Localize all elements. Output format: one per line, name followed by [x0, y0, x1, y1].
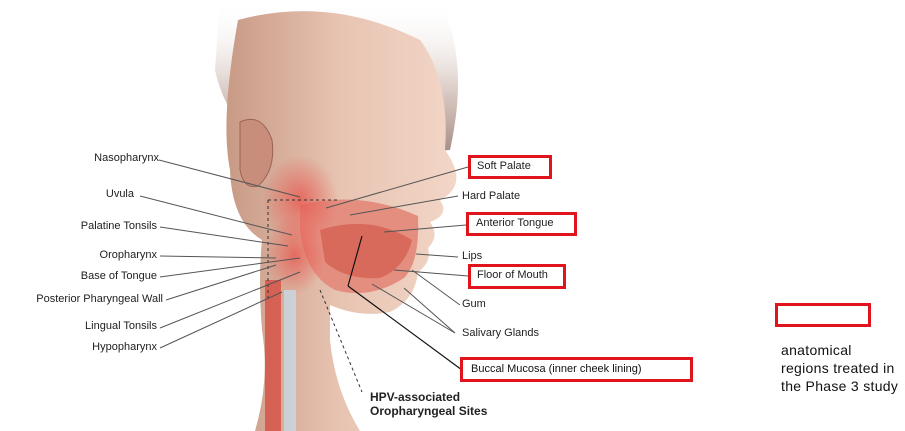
hpv-caption: HPV-associated Oropharyngeal Sites — [370, 390, 487, 418]
label-salivary-glands: Salivary Glands — [462, 327, 539, 340]
label-gum: Gum — [462, 298, 486, 311]
label-base-of-tongue: Base of Tongue — [81, 270, 157, 283]
label-buccal-mucosa: Buccal Mucosa (inner cheek lining) — [471, 363, 642, 375]
label-oropharynx: Oropharynx — [100, 249, 157, 262]
label-uvula: Uvula — [106, 188, 134, 201]
label-soft-palate: Soft Palate — [477, 160, 531, 173]
label-lingual-tonsils: Lingual Tonsils — [85, 320, 157, 333]
label-lips: Lips — [462, 250, 482, 263]
label-hypopharynx: Hypopharynx — [92, 341, 157, 354]
hpv-caption-line1: HPV-associated — [370, 390, 487, 404]
label-hard-palate: Hard Palate — [462, 190, 520, 203]
label-nasopharynx: Nasopharynx — [94, 152, 159, 165]
legend-text: anatomical regions treated in the Phase … — [781, 341, 901, 395]
label-anterior-tongue: Anterior Tongue — [476, 217, 553, 230]
label-palatine-tonsils: Palatine Tonsils — [81, 220, 157, 233]
legend-swatch — [775, 303, 871, 327]
label-floor-of-mouth: Floor of Mouth — [477, 269, 548, 282]
hpv-caption-line2: Oropharyngeal Sites — [370, 404, 487, 418]
label-posterior-pharyngeal-wall: Posterior Pharyngeal Wall — [36, 293, 163, 306]
